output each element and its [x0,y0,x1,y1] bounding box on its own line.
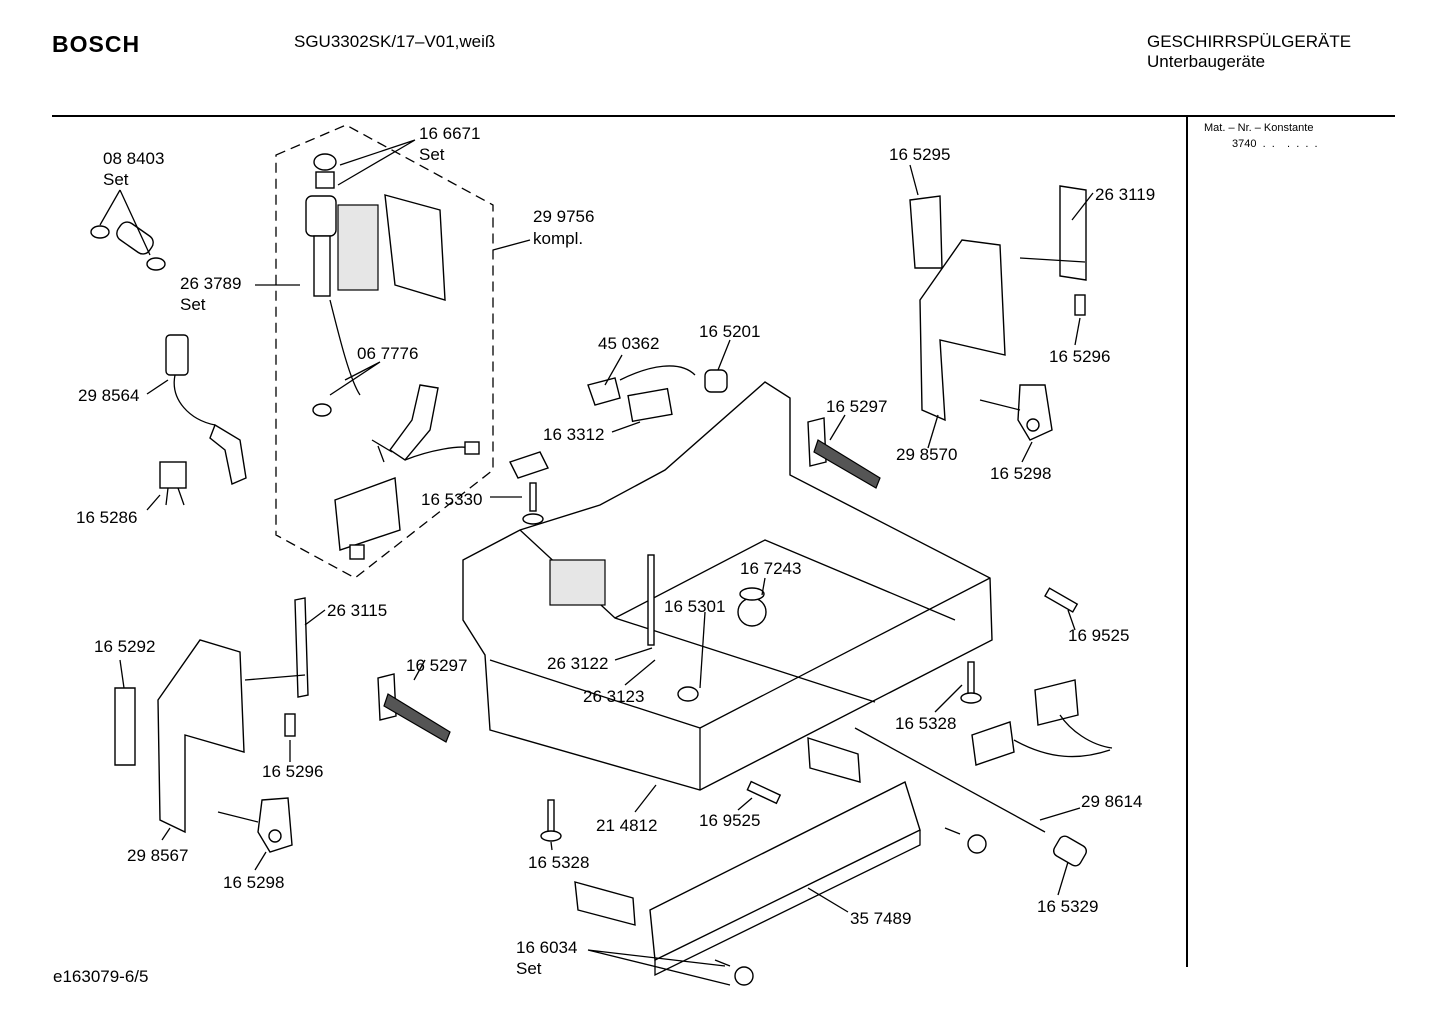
foot-screw-right-part [960,661,982,704]
part-label-166034-set: Set [516,959,542,978]
part-label-166034: 16 6034 [516,938,578,957]
part-label-165329: 16 5329 [1037,897,1099,916]
part-label-165296-left: 16 5296 [262,762,324,781]
kickplate-part [649,781,921,977]
part-label-298614: 29 8614 [1081,792,1143,811]
part-label-166671-set: Set [419,145,445,164]
cable-harness-part [971,679,1113,766]
mat-nr-value: 3740 . . . . . . [1232,138,1318,150]
part-label-263789-set: Set [180,295,206,314]
part-label-167243: 16 7243 [740,559,802,578]
part-label-165295: 16 5295 [889,145,951,164]
kickplate-bracket-part [574,737,861,926]
part-label-298567: 29 8567 [127,846,189,865]
part-label-165292: 16 5292 [94,637,156,656]
mat-nr-heading: Mat. – Nr. – Konstante [1204,122,1314,134]
inlet-kit-outline [275,124,494,579]
document-id: e163079-6/5 [53,967,149,986]
leader-lines [99,139,1094,986]
part-label-165296-right: 16 5296 [1049,347,1111,366]
base-tub-part [462,381,993,791]
connector-cable-part [587,365,728,423]
part-label-298570: 29 8570 [896,445,958,464]
part-label-067776: 06 7776 [357,344,419,363]
category-title: GESCHIRRSPÜLGERÄTE [1147,32,1352,51]
part-label-450362: 45 0362 [598,334,660,353]
aquastop-bracket-part [334,477,401,560]
part-label-169525-right: 16 9525 [1068,626,1130,645]
part-label-166671: 16 6671 [419,124,481,143]
part-label-298564: 29 8564 [78,386,140,405]
part-label-165330: 16 5330 [421,490,483,509]
hinge-spring-left-part [377,673,451,743]
model-title: SGU3302SK/17–V01,weiß [294,32,496,51]
part-label-088403: 08 8403 [103,149,165,168]
part-label-165298-right: 16 5298 [990,464,1052,483]
part-label-165301: 16 5301 [664,597,726,616]
switch-part [509,451,549,525]
part-label-165201: 16 5201 [699,322,761,341]
hose-tube-part [90,221,166,271]
part-label-263119: 26 3119 [1095,185,1156,204]
hinge-cam-left-part [217,797,293,853]
hinge-cam-right-part [979,384,1053,441]
brand-logo: BOSCH [52,31,141,57]
screw-bottom-part [746,780,782,805]
part-label-165286: 16 5286 [76,508,138,527]
part-label-299756-kompl: kompl. [533,229,584,248]
part-label-169525-bottom: 16 9525 [699,811,761,830]
corrugated-hose-part [165,334,247,485]
foot-screw-bottom-part [540,799,562,842]
coiled-hose-part [371,384,480,463]
part-label-263122: 26 3122 [547,654,609,673]
part-label-263123: 26 3123 [583,687,645,706]
part-label-263115: 26 3115 [327,601,388,620]
part-label-214812: 21 4812 [596,816,658,835]
mounting-bracket-right-part [909,185,1087,422]
screw-right-part [1044,587,1079,613]
clip-part [159,461,187,506]
part-label-165328-right: 16 5328 [895,714,957,733]
part-label-299756: 29 9756 [533,207,595,226]
inlet-valve-part [305,153,446,417]
subcategory-title: Unterbaugeräte [1147,52,1266,71]
part-label-165297-right: 16 5297 [826,397,888,416]
mounting-bracket-left-part [114,597,309,834]
part-label-165328-bottom: 16 5328 [528,853,590,872]
hinge-spring-right-part [807,417,881,489]
rod-part [854,727,1046,833]
part-label-165298-left: 16 5298 [223,873,285,892]
part-label-263789: 26 3789 [180,274,242,293]
foot-part [1053,835,1087,867]
part-label-088403-set: Set [103,170,129,189]
part-label-357489: 35 7489 [850,909,912,928]
part-label-163312: 16 3312 [543,425,605,444]
cap-part [714,827,987,986]
part-label-165297-left: 16 5297 [406,656,468,675]
